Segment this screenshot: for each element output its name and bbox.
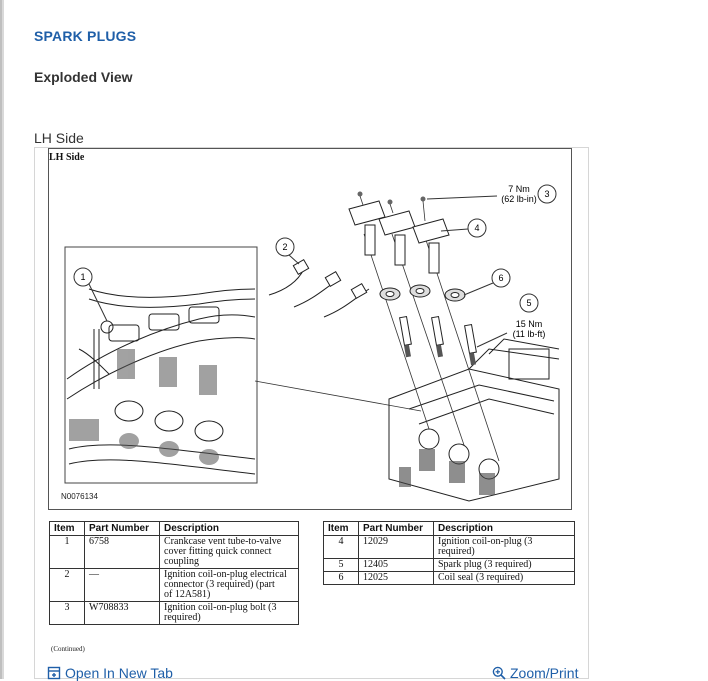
description: Spark plug (3 required) [433, 558, 575, 572]
part-number: W708833 [84, 601, 160, 625]
parts-table-right: Item Part Number Description 4 12029 Ign… [323, 521, 575, 585]
callout-3: 3 [544, 189, 549, 199]
table-row: 5 12405 Spark plug (3 required) [323, 558, 575, 572]
part-number: 6758 [84, 535, 160, 569]
left-border [0, 0, 4, 679]
callout-1: 1 [80, 272, 85, 282]
callout-5: 5 [526, 298, 531, 308]
left-border-accent [0, 0, 2, 679]
col-part-number: Part Number [84, 521, 160, 536]
torque-top-nm: 7 Nm [508, 184, 530, 194]
table-row: 6 12025 Coil seal (3 required) [323, 571, 575, 585]
col-item: Item [323, 521, 359, 536]
exploded-view-figure: 1 [48, 148, 572, 510]
figure-label: LH Side [49, 152, 85, 163]
item-number: 2 [49, 568, 85, 602]
col-part-number: Part Number [358, 521, 434, 536]
torque-plug-nm: 15 Nm [516, 319, 543, 329]
col-description: Description [433, 521, 575, 536]
open-in-new-tab-link[interactable]: Open In New Tab [47, 665, 173, 681]
continued-note: (Continued) [51, 645, 85, 653]
part-number: 12029 [358, 535, 434, 559]
item-number: 6 [323, 571, 359, 585]
section-subtitle: Exploded View [34, 69, 133, 85]
open-in-new-tab-label[interactable]: Open In New Tab [65, 665, 173, 681]
item-number: 4 [323, 535, 359, 559]
torque-top-lbin: (62 lb-in) [501, 194, 537, 204]
zoom-print-label[interactable]: Zoom/Print [510, 665, 579, 681]
item-number: 3 [49, 601, 85, 625]
callout-6: 6 [498, 273, 503, 283]
col-description: Description [159, 521, 299, 536]
item-number: 1 [49, 535, 85, 569]
part-number: 12405 [358, 558, 434, 572]
torque-plug-lbft: (11 lb-ft) [513, 329, 546, 339]
callout-4: 4 [474, 223, 479, 233]
item-number: 5 [323, 558, 359, 572]
figure-caption: LH Side [34, 130, 84, 146]
exploded-view-drawing: 1 [61, 184, 560, 502]
open-in-new-tab-icon [47, 666, 61, 680]
zoom-print-link[interactable]: Zoom/Print [492, 665, 578, 681]
illustration-frame: 1 [34, 147, 589, 681]
col-item: Item [49, 521, 85, 536]
callout-2: 2 [282, 242, 287, 252]
page-title: SPARK PLUGS [34, 28, 137, 44]
part-number: — [84, 568, 160, 602]
figure-id: N0076134 [61, 492, 98, 501]
description: Coil seal (3 required) [433, 571, 575, 585]
parts-table-left: Item Part Number Description 1 6758 Cran… [49, 521, 299, 625]
part-number: 12025 [358, 571, 434, 585]
zoom-in-icon [492, 666, 506, 680]
